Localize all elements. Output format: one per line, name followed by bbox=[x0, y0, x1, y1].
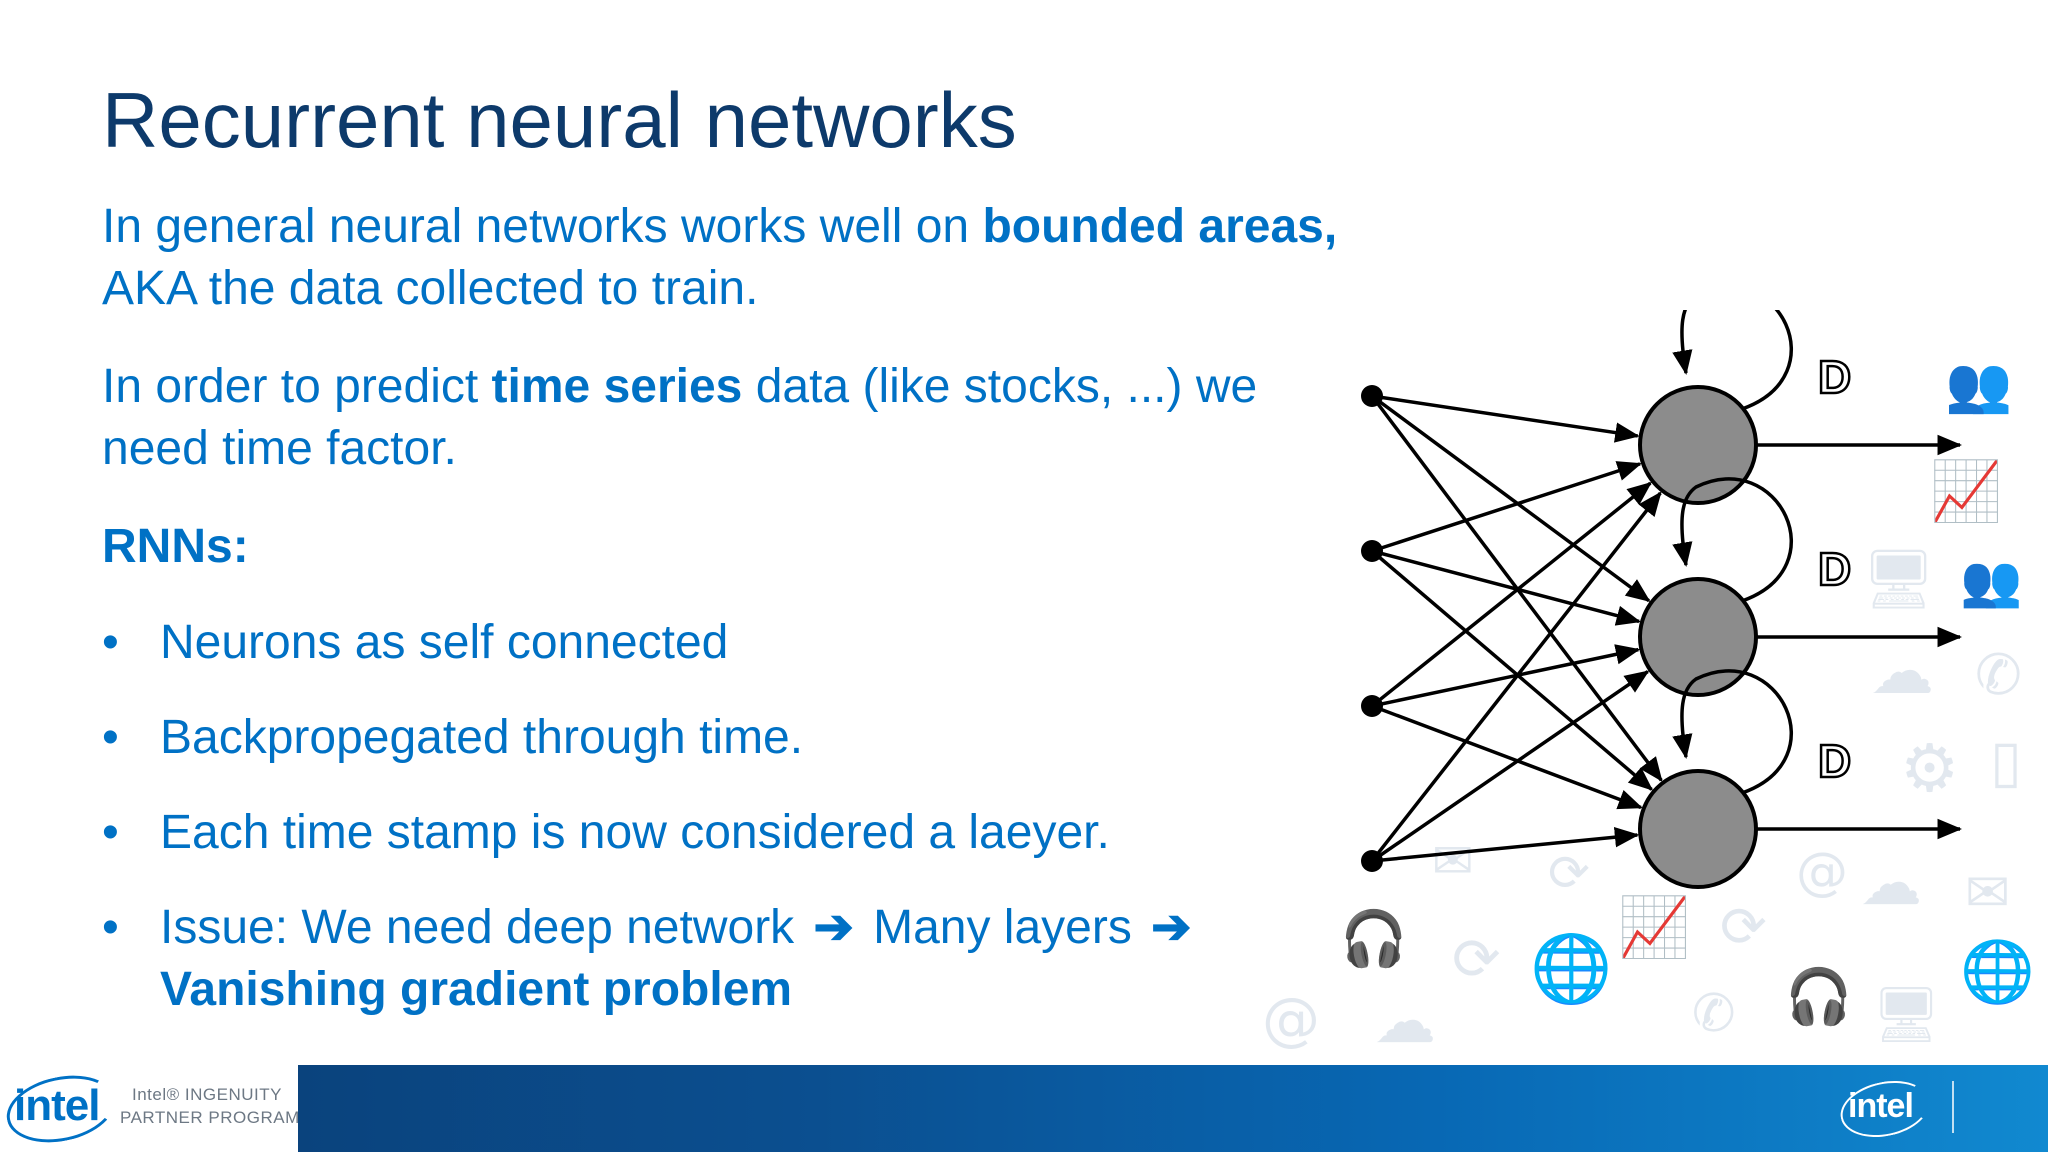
input-node bbox=[1361, 385, 1383, 407]
bounded-areas-emphasis: bounded areas, bbox=[982, 200, 1338, 253]
connection-arrow bbox=[1371, 549, 1641, 626]
rnn-diagram: D D D bbox=[1361, 310, 1963, 889]
arrow-right-icon: ➔ bbox=[1151, 901, 1192, 954]
list-item: •Neurons as self connected bbox=[102, 612, 1362, 674]
slide-title: Recurrent neural networks bbox=[102, 76, 1017, 164]
connection-arrow bbox=[1370, 481, 1652, 708]
headphones-icon: 🎧 bbox=[1340, 907, 1408, 970]
people-icon: 👥 bbox=[1945, 353, 2013, 416]
phone-icon: ▯ bbox=[1990, 727, 2022, 795]
delay-label: D bbox=[1818, 351, 1851, 403]
program-name-line1: Intel® INGENUITY bbox=[132, 1085, 282, 1104]
self-loop-arrow bbox=[1672, 669, 1794, 795]
partner-program-logo: intel Intel® INGENUITY PARTNER PROGRAM bbox=[0, 1065, 300, 1152]
self-loop-arrow bbox=[1672, 477, 1794, 603]
cloud-icon: ☁ bbox=[1870, 635, 1934, 709]
footer-bar: intel Intel® INGENUITY PARTNER PROGRAM i… bbox=[0, 1065, 2048, 1152]
vanishing-gradient-emphasis: Vanishing gradient problem bbox=[160, 963, 793, 1016]
phone-icon: ✆ bbox=[1692, 984, 1736, 1044]
intel-logo-right-text: intel bbox=[1848, 1087, 1914, 1125]
neuron-node bbox=[1638, 769, 1758, 889]
program-name-line2: PARTNER PROGRAM bbox=[120, 1108, 300, 1127]
at-icon: @ bbox=[1262, 985, 1320, 1053]
monitor-icon: 🖥 bbox=[1872, 983, 1941, 1046]
self-loop-arrow bbox=[1672, 310, 1794, 411]
globe-icon: 🌐 bbox=[1530, 930, 1613, 1007]
refresh-icon: ⟳ bbox=[1720, 895, 1767, 960]
delay-label: D bbox=[1818, 735, 1851, 787]
cloud-icon: ☁ bbox=[1374, 984, 1436, 1057]
list-item: •Each time stamp is now considered a lae… bbox=[102, 802, 1362, 864]
phone-icon: ✆ bbox=[1975, 643, 2022, 708]
neuron-node bbox=[1638, 577, 1758, 697]
connection-arrow bbox=[1371, 394, 1640, 443]
intro-paragraph: In general neural networks works well on… bbox=[102, 200, 1338, 315]
connection-arrow bbox=[1371, 670, 1650, 863]
time-series-paragraph: In order to predict time series data (li… bbox=[102, 360, 1258, 475]
rnns-heading: RNNs: bbox=[102, 520, 249, 573]
arrow-right-icon: ➔ bbox=[813, 901, 854, 954]
list-item-issue: •Issue: We need deep network ➔ Many laye… bbox=[102, 897, 1362, 1021]
at-icon: @ bbox=[1796, 842, 1848, 902]
input-node bbox=[1361, 850, 1383, 872]
bullet-icon: • bbox=[102, 901, 119, 954]
slide-body: In general neural networks works well on… bbox=[102, 196, 1362, 1021]
input-node bbox=[1361, 695, 1383, 717]
cloud-icon: ☁ bbox=[1860, 846, 1922, 919]
rnn-bullet-list: •Neurons as self connected •Backpropegat… bbox=[102, 612, 1362, 1021]
chart-icon: 📈 bbox=[1618, 893, 1691, 961]
headphones-icon: 🎧 bbox=[1785, 965, 1853, 1028]
connection-arrow bbox=[1370, 491, 1662, 863]
gear-icon: ⚙ bbox=[1900, 730, 1960, 807]
mail-icon: ✉ bbox=[1965, 861, 2011, 924]
people-icon: 👥 bbox=[1960, 552, 2023, 610]
connection-arrow bbox=[1370, 394, 1651, 603]
refresh-icon: ⟳ bbox=[1452, 925, 1501, 993]
connection-arrow bbox=[1371, 461, 1642, 553]
time-series-emphasis: time series bbox=[491, 360, 743, 413]
input-node bbox=[1361, 540, 1383, 562]
refresh-icon: ⟳ bbox=[1548, 844, 1590, 902]
connection-arrow bbox=[1371, 704, 1643, 810]
connection-arrow bbox=[1370, 549, 1654, 791]
list-item: •Backpropegated through time. bbox=[102, 707, 1362, 769]
intel-logo-text: intel bbox=[14, 1081, 100, 1130]
delay-label: D bbox=[1818, 543, 1851, 595]
chart-icon: 📈 bbox=[1930, 457, 2003, 525]
bullet-icon: • bbox=[102, 616, 119, 669]
neuron-node bbox=[1638, 385, 1758, 505]
bullet-icon: • bbox=[102, 806, 119, 859]
bullet-icon: • bbox=[102, 711, 119, 764]
footer-divider bbox=[1952, 1081, 1954, 1133]
mail-icon: ✉ bbox=[1432, 832, 1474, 890]
globe-icon: 🌐 bbox=[1960, 937, 2035, 1007]
connection-arrow bbox=[1371, 644, 1641, 708]
monitor-icon: 🖥 bbox=[1862, 545, 1936, 613]
connection-arrow bbox=[1371, 826, 1640, 863]
